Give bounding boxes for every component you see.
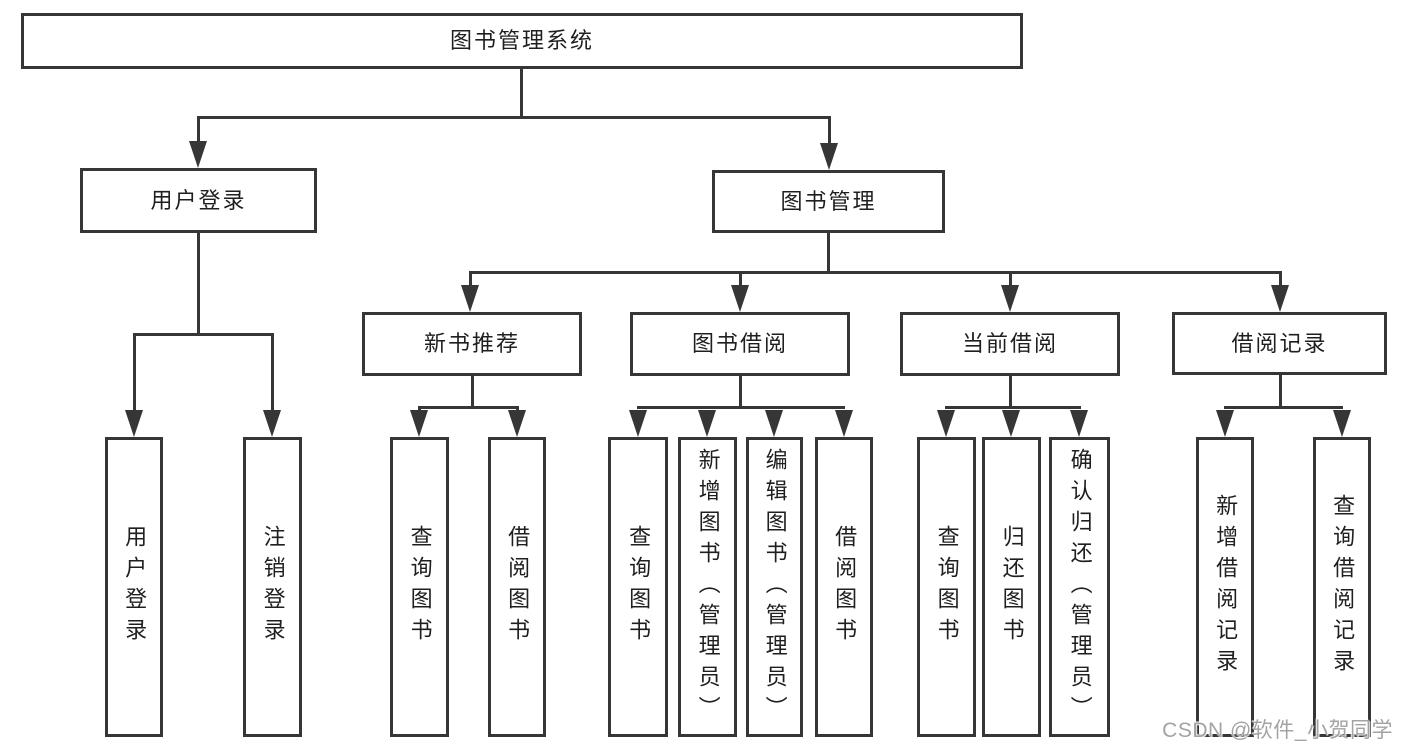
connector-line <box>197 116 831 119</box>
arrowhead-icon <box>835 410 853 437</box>
node-query-books-2: 查询图书 <box>608 437 668 737</box>
connector-line <box>133 333 136 413</box>
arrowhead-icon <box>1333 410 1351 437</box>
node-confirm-return-admin: 确认归还（管理员） <box>1049 437 1110 737</box>
node-new-book-recommend: 新书推荐 <box>362 312 582 376</box>
connector-line <box>271 333 274 413</box>
arrowhead-icon <box>1002 410 1020 437</box>
arrowhead-icon <box>698 410 716 437</box>
node-query-books-1: 查询图书 <box>390 437 449 737</box>
connector-line <box>739 271 742 287</box>
arrowhead-icon <box>731 285 749 312</box>
node-book-management: 图书管理 <box>712 170 945 233</box>
arrowhead-icon <box>1070 410 1088 437</box>
node-add-books-admin: 新增图书（管理员） <box>678 437 737 737</box>
connector-line <box>469 271 1281 274</box>
arrowhead-icon <box>461 285 479 312</box>
arrowhead-icon <box>629 410 647 437</box>
connector-line <box>1279 374 1282 408</box>
connector-line <box>739 374 742 408</box>
connector-line <box>1009 271 1012 287</box>
connector-line <box>945 406 1081 409</box>
connector-line <box>418 406 519 409</box>
connector-line <box>520 66 523 118</box>
arrowhead-icon <box>1216 410 1234 437</box>
arrowhead-icon <box>937 410 955 437</box>
arrowhead-icon <box>820 143 838 170</box>
node-borrow-books-2: 借阅图书 <box>815 437 873 737</box>
connector-line <box>133 333 274 336</box>
node-borrow-books-1: 借阅图书 <box>488 437 546 737</box>
node-return-books: 归还图书 <box>982 437 1041 737</box>
arrowhead-icon <box>508 410 526 437</box>
connector-line <box>1224 406 1343 409</box>
arrowhead-icon <box>765 410 783 437</box>
arrowhead-icon <box>263 410 281 437</box>
node-user-login: 用户登录 <box>80 168 317 233</box>
connector-line <box>827 231 830 274</box>
connector-line <box>1279 271 1282 287</box>
arrowhead-icon <box>1001 285 1019 312</box>
connector-line <box>197 231 200 335</box>
arrowhead-icon <box>189 141 207 168</box>
connector-line <box>637 406 845 409</box>
node-user-login-leaf: 用户登录 <box>105 437 163 737</box>
node-query-books-3: 查询图书 <box>917 437 976 737</box>
node-add-borrow-record: 新增借阅记录 <box>1196 437 1254 737</box>
node-borrowing-records: 借阅记录 <box>1172 312 1387 375</box>
connector-line <box>469 271 472 287</box>
node-book-borrowing: 图书借阅 <box>630 312 850 376</box>
node-edit-books-admin: 编辑图书（管理员） <box>746 437 803 737</box>
connector-line <box>828 116 831 148</box>
node-library-management-system: 图书管理系统 <box>21 13 1023 69</box>
connector-line <box>197 116 200 146</box>
node-logout: 注销登录 <box>243 437 302 737</box>
arrowhead-icon <box>410 410 428 437</box>
node-current-borrowing: 当前借阅 <box>900 312 1120 376</box>
connector-line <box>471 374 474 408</box>
arrowhead-icon <box>125 410 143 437</box>
node-query-borrow-record: 查询借阅记录 <box>1313 437 1371 737</box>
connector-line <box>1009 374 1012 408</box>
watermark: CSDN @软件_小贺同学 <box>1162 719 1393 742</box>
arrowhead-icon <box>1271 285 1289 312</box>
